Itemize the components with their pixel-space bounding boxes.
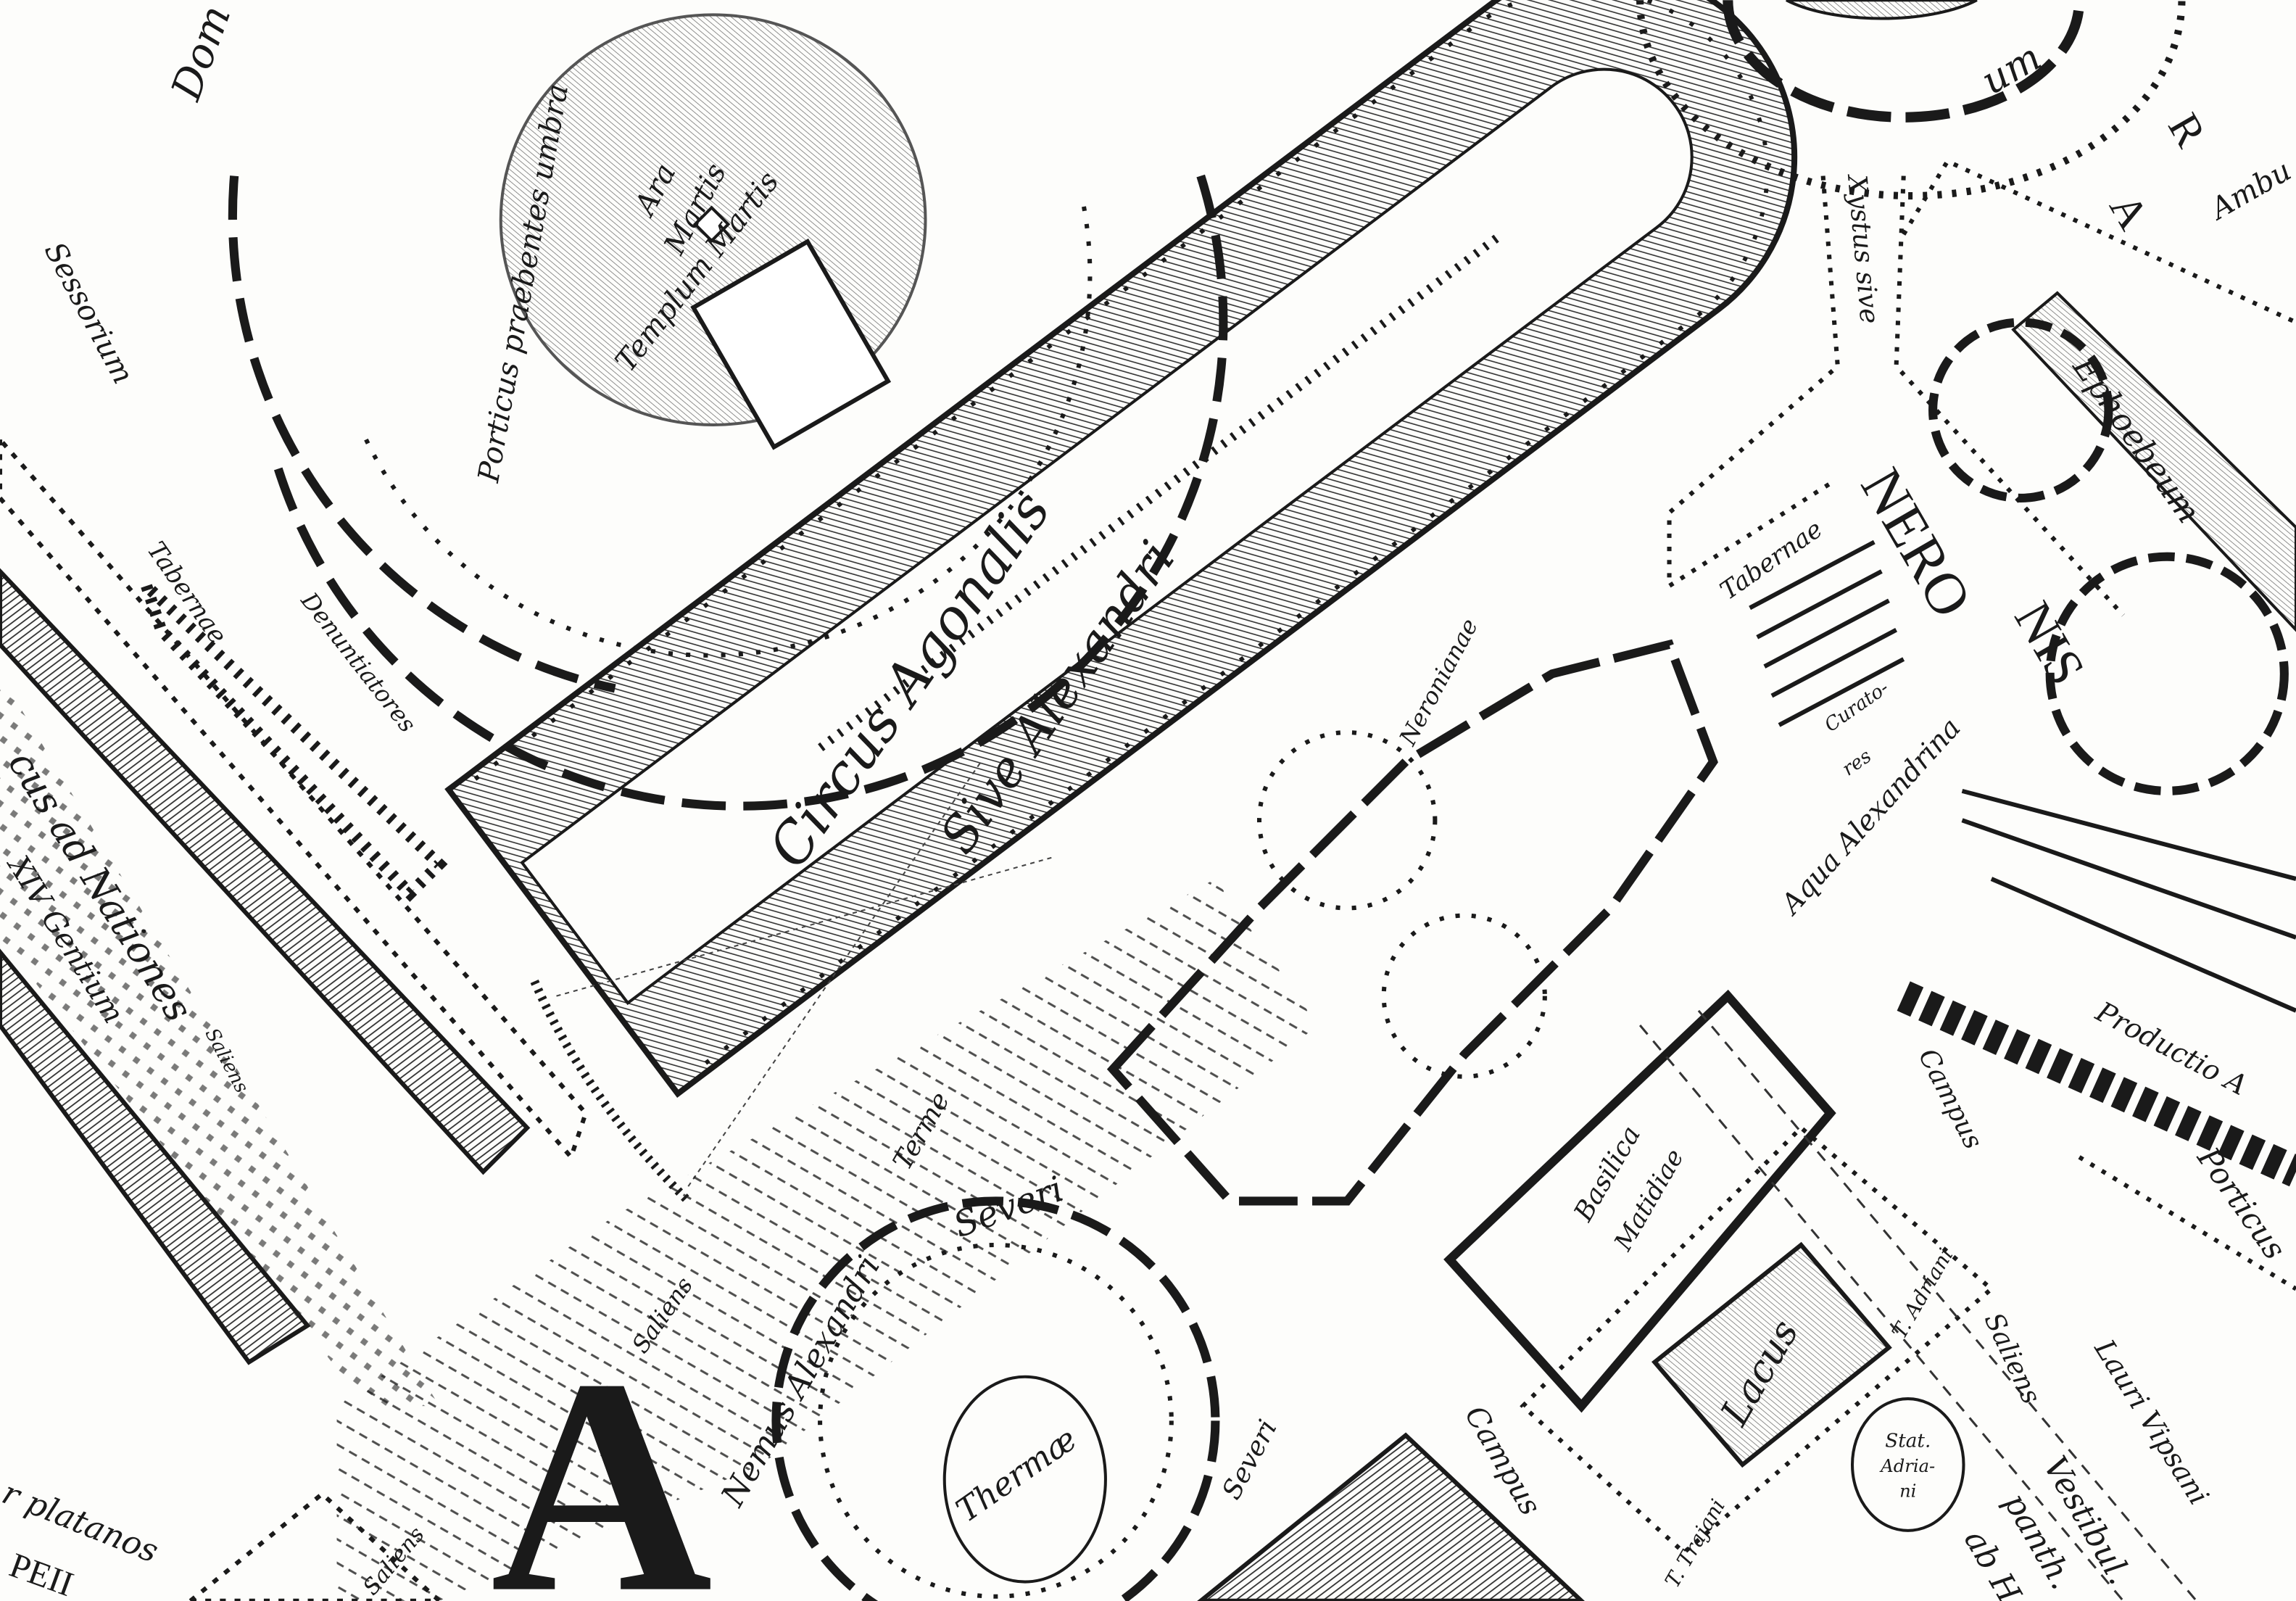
label-saliens-right: Saliens: [1978, 1308, 2047, 1409]
label-aqua-alexandrina: Aqua Alexandrina: [1773, 712, 1967, 922]
nemus-field: [336, 879, 1318, 1601]
circus-agonalis: [444, 0, 1798, 1098]
label-xystus: Xystus sive: [1841, 172, 1886, 326]
templum-martis: [690, 239, 892, 450]
label-neronianae: Neronianae: [1393, 614, 1483, 750]
lacus-pool: [1651, 1241, 1892, 1468]
label-productio: Productio A: [2090, 996, 2253, 1103]
label-stat-ni: ni: [1899, 1481, 1916, 1501]
sector-letter-a: A: [491, 1315, 713, 1601]
label-ambu: Ambu: [2202, 153, 2296, 227]
label-lauri-vipsani: Lauri Vipsani: [2087, 1333, 2215, 1511]
label-stat: Stat.: [1885, 1431, 1931, 1452]
label-t-trajani: T. Trajani: [1660, 1495, 1730, 1592]
label-dom: Dom: [162, 0, 240, 107]
basilica-matidiae: [1443, 989, 1995, 1556]
tabernae-right-grid: [1749, 539, 1905, 727]
ephoebeum-complex: [1902, 158, 2296, 795]
neronian-baths: [1106, 639, 1718, 1206]
meander-porticus: [1897, 981, 2296, 1187]
statue-adriani: [1850, 1397, 1965, 1532]
label-nis: NIS: [2003, 592, 2097, 695]
label-um: um: [1974, 35, 2049, 104]
thermae-severi: [771, 1196, 1220, 1601]
label-denuntiatores: Denuntiatores: [295, 587, 421, 737]
porticus-arc: [273, 174, 1228, 811]
label-curatores-2: res: [1839, 745, 1876, 780]
label-severi-bottom: Severi: [1216, 1415, 1283, 1505]
label-sessorium: Sessorium: [38, 236, 141, 389]
label-stat-adria: Adria-: [1879, 1456, 1935, 1476]
label-campus-right: Campus: [1912, 1043, 1989, 1154]
top-rotunda: [1636, 0, 2186, 200]
label-r: R: [2158, 105, 2216, 155]
label-a: A: [2100, 186, 2158, 238]
label-tabernae-right: Tabernae: [1715, 515, 1828, 606]
label-pei: PEII: [4, 1546, 78, 1601]
left-porticoes: [0, 436, 589, 1407]
label-tabernae-left: Tabernae: [141, 537, 233, 650]
